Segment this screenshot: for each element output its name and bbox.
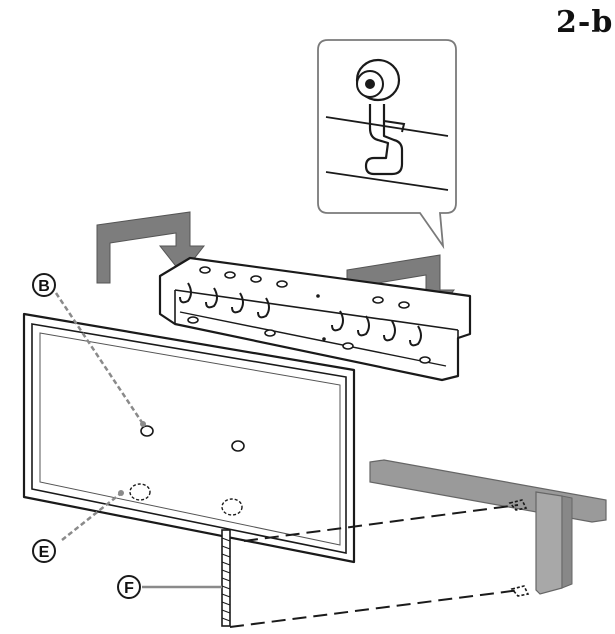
zoom-callout [317,39,457,250]
screw-f [221,529,231,627]
tv-back-panel [22,312,356,564]
stand-screw-holes [508,499,530,597]
callout-e-label: E [39,544,50,561]
callout-f: F [117,575,141,599]
wall-bracket [158,256,472,382]
callout-b: B [32,273,56,297]
callout-e: E [32,539,56,563]
spacer-icon [355,58,401,102]
leader-lines [54,292,145,541]
callout-f-label: F [124,580,134,597]
leader-dots [118,421,146,496]
stand [369,459,607,595]
hook-icon [364,104,406,176]
callout-b-label: B [38,278,50,295]
step-label: 2-b [556,5,614,40]
stand-guide-lines [229,504,521,628]
